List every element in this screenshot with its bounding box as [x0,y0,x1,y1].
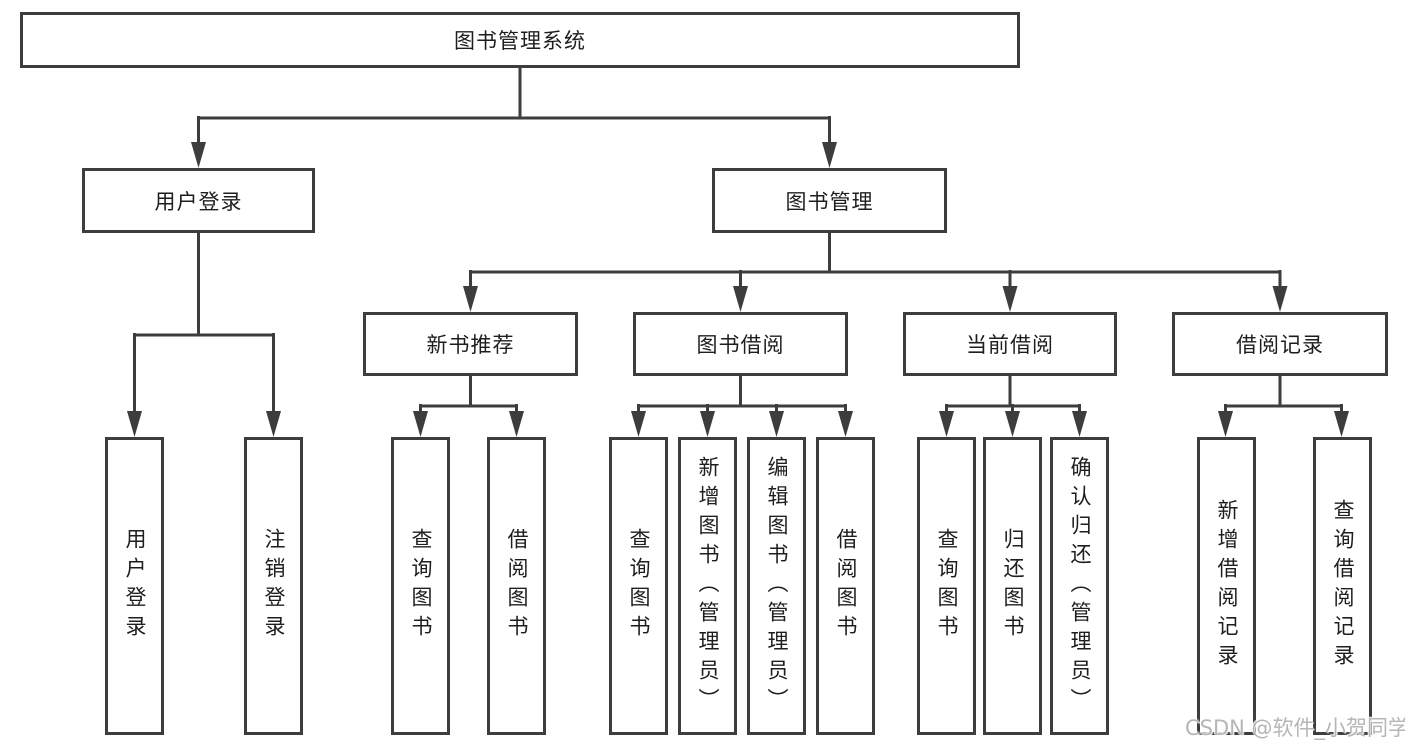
leaf-add-book-admin-label: 新增图书（管理员） [696,455,720,717]
connector-current-borrow-children [945,376,1081,413]
connector-book-borrow-children [637,376,847,413]
leaf-confirm-return-admin: 确认归还（管理员） [1050,437,1109,735]
node-user-login: 用户登录 [82,168,315,233]
leaf-return-book: 归还图书 [983,437,1042,735]
node-root-label: 图书管理系统 [454,29,586,53]
node-user-login-label: 用户登录 [154,189,243,214]
leaf-edit-book-admin-label: 编辑图书（管理员） [765,455,789,717]
leaf-add-book-admin: 新增图书（管理员） [678,437,737,735]
leaf-query-books-3-label: 查询图书 [935,528,959,644]
csdn-watermark: CSDN @软件_小贺同学 [1185,716,1405,740]
leaf-borrow-books-1-label: 借阅图书 [505,528,529,644]
node-book-borrow: 图书借阅 [633,312,848,376]
node-root-system: 图书管理系统 [20,12,1020,68]
connector-borrow-record-children [1224,376,1343,413]
leaf-query-books-2: 查询图书 [609,437,668,735]
leaf-query-books-1-label: 查询图书 [409,528,433,644]
leaf-add-borrow-record: 新增借阅记录 [1197,437,1256,735]
connector-user-login-children [133,233,275,413]
connector-book-management-children [469,233,1282,288]
leaf-query-borrow-record: 查询借阅记录 [1313,437,1372,735]
arrowheads-user-login-children [127,411,281,437]
leaf-add-borrow-record-label: 新增借阅记录 [1215,499,1239,673]
node-borrow-records-label: 借阅记录 [1236,333,1324,357]
leaf-borrow-books-2: 借阅图书 [816,437,875,735]
leaf-confirm-return-admin-label: 确认归还（管理员） [1068,455,1092,717]
node-book-management: 图书管理 [712,168,947,233]
leaf-logout-login: 注销登录 [244,437,303,735]
leaf-user-login-label: 用户登录 [123,528,147,644]
leaf-return-book-label: 归还图书 [1001,528,1025,644]
connector-root-to-level2 [197,68,831,144]
leaf-edit-book-admin: 编辑图书（管理员） [747,437,806,735]
arrowheads-level2 [191,142,837,168]
connector-new-book-children [419,376,518,413]
leaf-borrow-books-2-label: 借阅图书 [834,528,858,644]
leaf-query-books-1: 查询图书 [391,437,450,735]
node-book-borrow-label: 图书借阅 [696,333,785,357]
node-book-management-label: 图书管理 [785,189,874,214]
leaf-user-login: 用户登录 [105,437,164,735]
node-new-book-recommend: 新书推荐 [363,312,578,376]
leaf-logout-login-label: 注销登录 [262,528,286,644]
node-current-borrow: 当前借阅 [903,312,1117,376]
leaf-query-borrow-record-label: 查询借阅记录 [1331,499,1355,673]
arrowheads-leaves [413,411,1349,437]
leaf-query-books-2-label: 查询图书 [627,528,651,644]
arrowheads-level3 [463,286,1288,312]
node-current-borrow-label: 当前借阅 [966,333,1054,357]
leaf-query-books-3: 查询图书 [917,437,976,735]
node-new-book-recommend-label: 新书推荐 [426,333,515,357]
leaf-borrow-books-1: 借阅图书 [487,437,546,735]
node-borrow-records: 借阅记录 [1172,312,1388,376]
